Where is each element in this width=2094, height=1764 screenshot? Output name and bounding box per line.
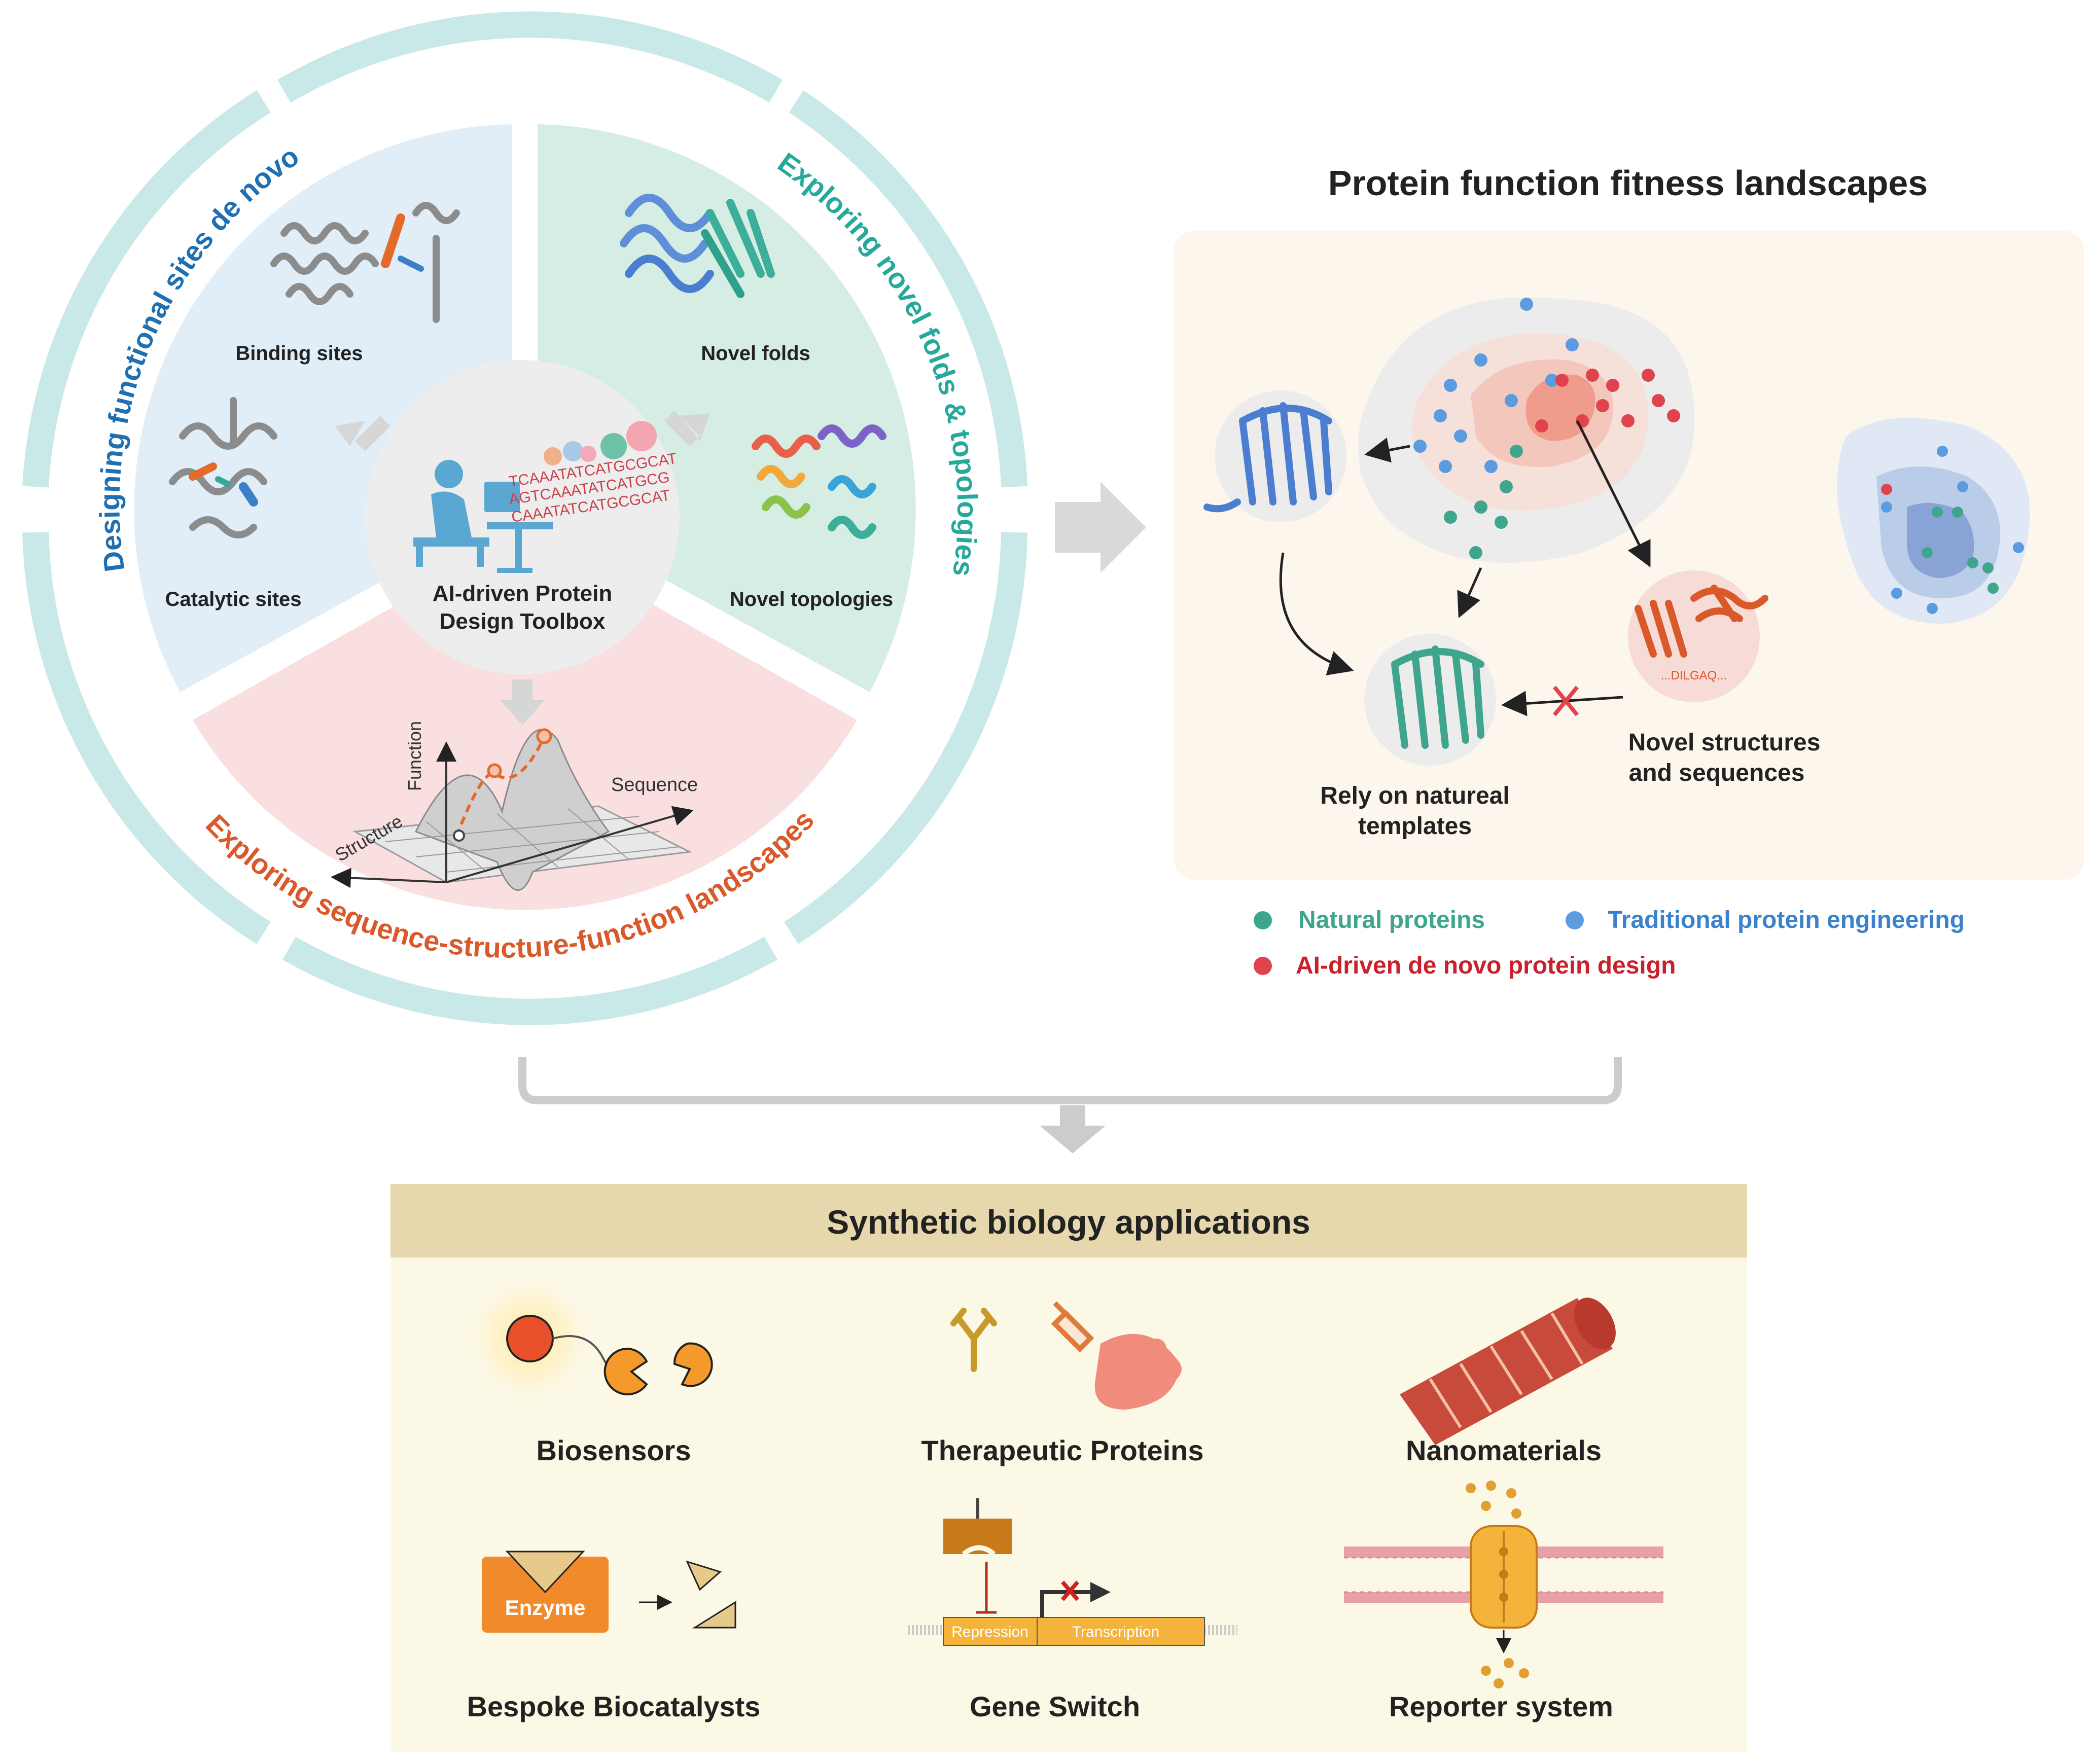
reporter-label: Reporter system [1389,1690,1613,1722]
dots-ai [1535,369,1892,495]
therapeutic-icon [950,1301,1182,1410]
biosensors-label: Biosensors [537,1434,691,1466]
novel-structures-line1: Novel structures [1628,729,1821,756]
catalytic-sites-label: Catalytic sites [165,588,301,610]
person-computer-icon [413,460,553,573]
transcription-label: Transcription [1072,1624,1159,1640]
binding-sites-label: Binding sites [235,342,363,365]
biosensor-icon [464,1273,713,1405]
sequence-fragment: ...DILGAQ... [1661,669,1727,682]
legend: Natural proteins Traditional protein eng… [1254,907,1965,979]
toolbox-to-landscape-arrow [1055,482,1146,573]
syringe-icon [1051,1301,1094,1353]
novel-topologies-label: Novel topologies [730,588,893,610]
bracket-connector [518,1057,1622,1154]
blocked-x-icon [1552,686,1579,716]
applications-header [391,1184,1747,1257]
dots-traditional [1413,298,2024,614]
toolbox-label-1: AI-driven Protein [433,581,613,606]
axis-function-label: Function [404,721,425,791]
legend-traditional: Traditional protein engineering [1608,907,1965,933]
novel-fold-protein-icon [620,194,775,298]
landscape-plot [331,728,694,891]
biocatalyst-icon: Enzyme [482,1551,736,1633]
novel-topology-protein-icon [752,424,886,539]
toolbox-wheel: TCAAATATCATGCGCAT AGTCAAATATCATGCG CAAAT… [22,11,1027,1025]
therapeutic-label: Therapeutic Proteins [921,1434,1203,1466]
rely-templates-line2: templates [1358,813,1472,840]
applications-title: Synthetic biology applications [827,1203,1310,1241]
catalytic-site-protein-icon [169,397,277,538]
gene-switch-icon: Repression Transcription [908,1498,1237,1646]
applications-panel [391,1184,1747,1752]
nanomaterial-icon [1400,1298,1616,1445]
legend-traditional-marker [1566,911,1584,929]
biocatalysts-label: Bespoke Biocatalysts [467,1690,761,1722]
novel-structures-line2: and sequences [1629,760,1805,786]
novel-folds-label: Novel folds [701,342,810,365]
center-circle [365,360,680,674]
outer-ring [22,11,1027,1025]
gene-switch-label: Gene Switch [970,1690,1140,1722]
dots-natural [1444,445,1999,594]
rely-templates-line1: Rely on natureal [1320,782,1509,809]
legend-ai-marker [1254,957,1272,975]
legend-natural: Natural proteins [1298,907,1485,933]
reporter-icon [1344,1481,1663,1688]
toolbox-label-2: Design Toolbox [440,609,606,634]
natural-template-protein-icon [1364,634,1496,766]
nanomaterials-label: Nanomaterials [1406,1434,1602,1466]
center-arrows [335,411,710,725]
fitness-title: Protein function fitness landscapes [1328,163,1928,203]
legend-ai: AI-driven de novo protein design [1296,952,1676,979]
binding-site-protein-icon [270,202,460,323]
protein-blobs-icon [544,421,657,465]
repression-label: Repression [951,1624,1028,1640]
novel-protein-icon [1628,570,1768,702]
template-protein-icon [1203,390,1346,522]
enzyme-label: Enzyme [505,1596,586,1619]
axis-sequence-label: Sequence [611,774,698,796]
legend-natural-marker [1254,911,1272,929]
